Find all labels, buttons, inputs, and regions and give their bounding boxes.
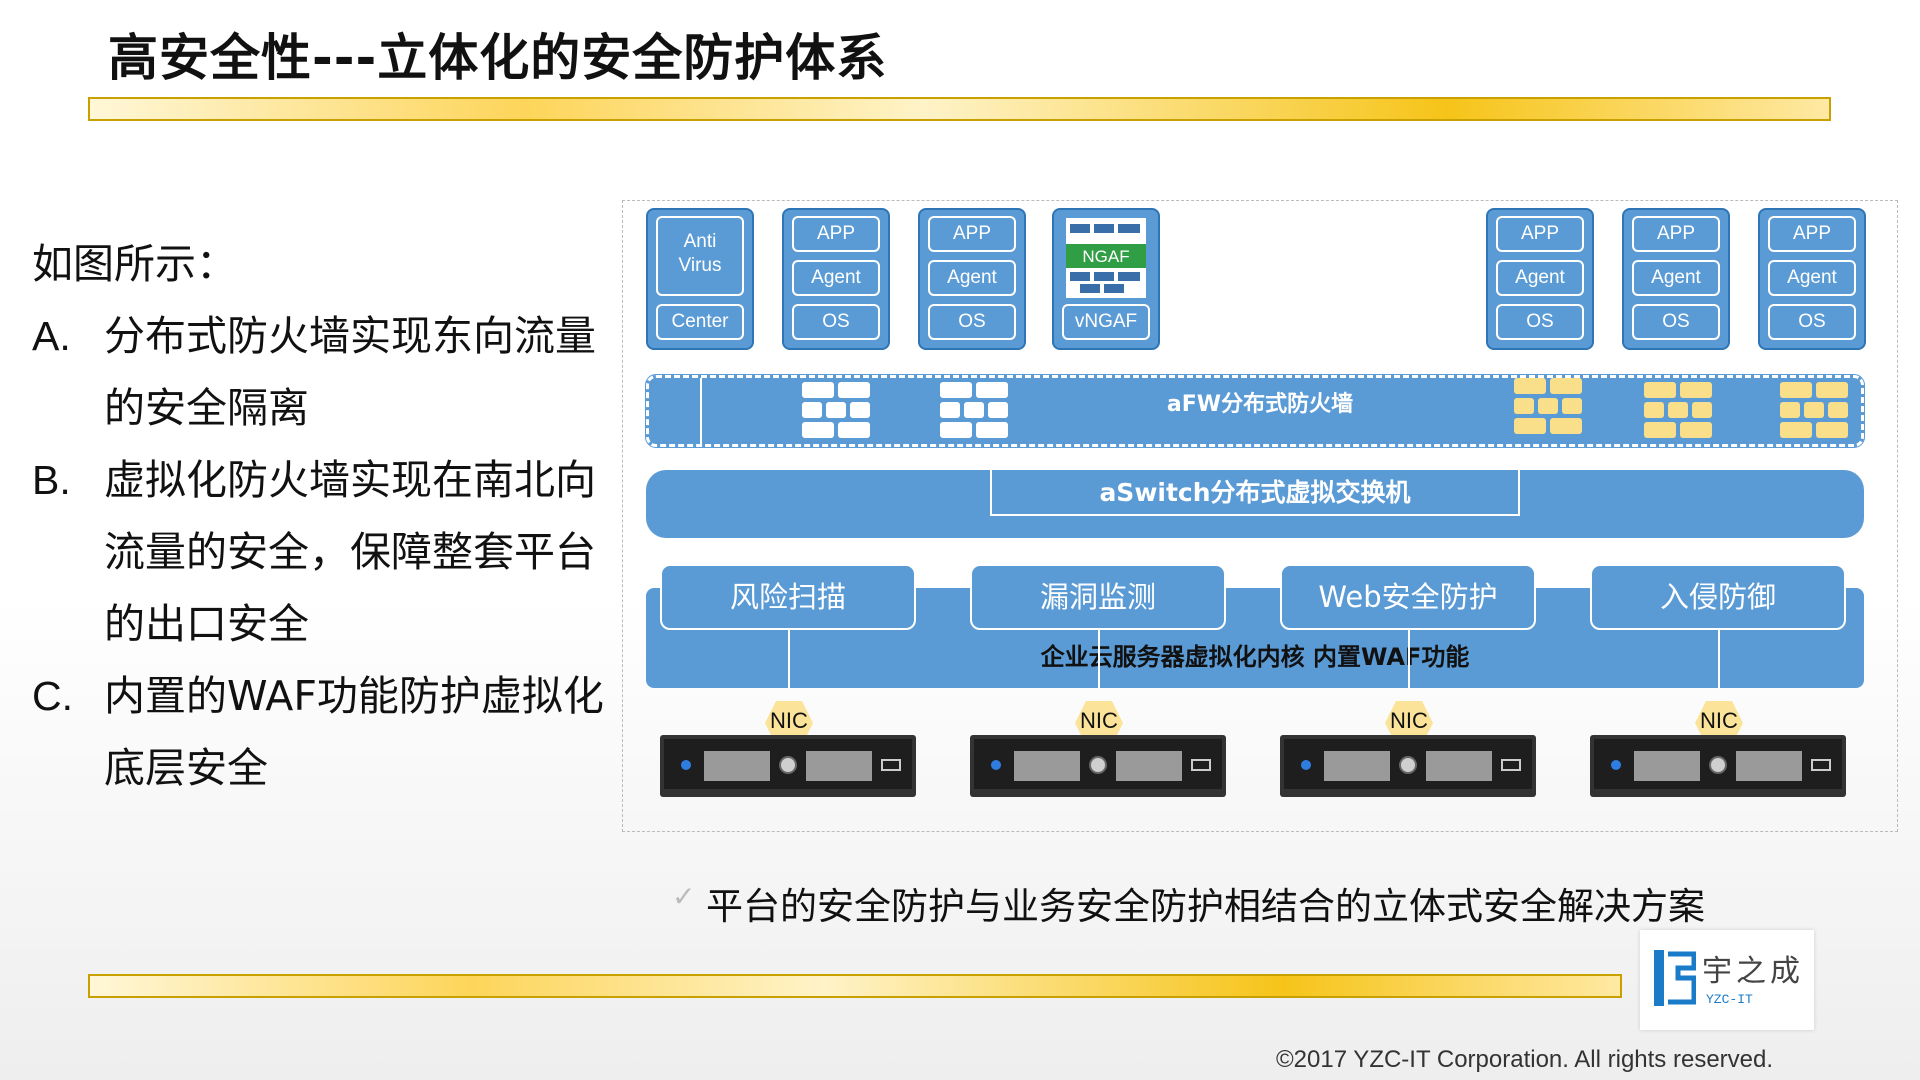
server-icon [1280, 735, 1536, 797]
antivirus-box: Anti Virus Center [646, 208, 754, 350]
service-web-security: Web安全防护 [1280, 564, 1536, 630]
vm-app-label: APP [1632, 216, 1720, 252]
vm-os-label: OS [1496, 304, 1584, 340]
afw-label: aFW分布式防火墙 [1166, 392, 1354, 417]
header-gold-bar [88, 97, 1831, 121]
vm-agent-label: Agent [792, 260, 880, 296]
logo-mark-icon [1654, 950, 1696, 1006]
nic-badge-icon [765, 701, 813, 745]
checkmark-icon: ✓ [672, 880, 696, 913]
vm-agent-label: Agent [1496, 260, 1584, 296]
firewall-brick-icon [940, 382, 1008, 438]
diagram-frame [622, 200, 1898, 832]
item-b-text-1: 虚拟化防火墙实现在南北向 [104, 456, 596, 504]
aswitch-band [646, 470, 1864, 538]
item-b-line-1: B. 虚拟化防火墙实现在南北向 [32, 444, 604, 516]
nic-label: NIC [770, 708, 808, 733]
antivirus-center-label: Center [656, 304, 744, 340]
vm-box-3: APP Agent OS [1486, 208, 1594, 350]
connector-line [1718, 630, 1720, 688]
left-description: 如图所示： A. 分布式防火墙实现东向流量 的安全隔离 B. 虚拟化防火墙实现在… [32, 228, 604, 804]
afw-divider [700, 378, 702, 444]
logo-english-text: YZC-IT [1706, 992, 1753, 1007]
vm-box-5: APP Agent OS [1758, 208, 1866, 350]
vm-app-label: APP [1496, 216, 1584, 252]
item-a-line-2: 的安全隔离 [104, 384, 309, 432]
nic-label: NIC [1700, 708, 1738, 733]
vm-app-label: APP [1768, 216, 1856, 252]
connector-line [1098, 630, 1100, 688]
firewall-brick-icon [1514, 378, 1582, 434]
firewall-brick-icon [802, 382, 870, 438]
server-icon [660, 735, 916, 797]
connector-line [788, 630, 790, 688]
nic-badge-icon [1695, 701, 1743, 745]
antivirus-label: Anti Virus [656, 216, 744, 296]
item-a-line-1: A. 分布式防火墙实现东向流量 [32, 300, 604, 372]
firewall-brick-icon [1780, 382, 1848, 438]
vm-agent-label: Agent [1632, 260, 1720, 296]
firewall-brick-icon [1644, 382, 1712, 438]
item-a-text-1: 分布式防火墙实现东向流量 [104, 312, 596, 360]
page-title: 高安全性---立体化的安全防护体系 [108, 29, 888, 87]
aswitch-label: aSwitch分布式虚拟交换机 [990, 470, 1520, 516]
server-icon [970, 735, 1226, 797]
item-b-line-2: 流量的安全，保障整套平台 [104, 528, 596, 576]
vm-app-label: APP [928, 216, 1016, 252]
summary-text: 平台的安全防护与业务安全防护相结合的立体式安全解决方案 [706, 885, 1705, 928]
logo-chinese-text: 宇之成 [1702, 954, 1804, 989]
footer-gold-bar [88, 974, 1622, 998]
item-c-line-2: 底层安全 [104, 744, 268, 792]
nic-label: NIC [1390, 708, 1428, 733]
vm-box-1: APP Agent OS [782, 208, 890, 350]
nic-badge-icon [1385, 701, 1433, 745]
service-intrusion-defense: 入侵防御 [1590, 564, 1846, 630]
company-logo: 宇之成 YZC-IT [1640, 930, 1814, 1030]
connector-line [1408, 630, 1410, 688]
item-b-line-3: 的出口安全 [104, 600, 309, 648]
item-b-letter: B. [32, 457, 71, 503]
service-risk-scan: 风险扫描 [660, 564, 916, 630]
vm-app-label: APP [792, 216, 880, 252]
item-c-letter: C. [32, 673, 73, 719]
vngaf-box: NGAF vNGAF [1052, 208, 1160, 350]
nic-label: NIC [1080, 708, 1118, 733]
service-vulnerability-monitor: 漏洞监测 [970, 564, 1226, 630]
vm-box-2: APP Agent OS [918, 208, 1026, 350]
vm-os-label: OS [928, 304, 1016, 340]
vm-os-label: OS [792, 304, 880, 340]
copyright-text: ©2017 YZC-IT Corporation. All rights res… [1276, 1046, 1774, 1073]
intro-line: 如图所示： [32, 240, 237, 288]
ngaf-icon-label: NGAF [1082, 247, 1129, 266]
vm-agent-label: Agent [1768, 260, 1856, 296]
server-icon [1590, 735, 1846, 797]
vm-os-label: OS [1768, 304, 1856, 340]
item-a-letter: A. [32, 313, 71, 359]
item-c-line-1: C. 内置的WAF功能防护虚拟化 [32, 660, 604, 732]
nic-badge-icon [1075, 701, 1123, 745]
item-c-text-1: 内置的WAF功能防护虚拟化 [104, 672, 604, 720]
vm-box-4: APP Agent OS [1622, 208, 1730, 350]
kernel-label: 企业云服务器虚拟化内核 内置WAF功能 [1040, 643, 1470, 671]
vm-os-label: OS [1632, 304, 1720, 340]
vm-agent-label: Agent [928, 260, 1016, 296]
ngaf-firewall-icon: NGAF [1066, 218, 1146, 298]
vngaf-label: vNGAF [1062, 304, 1150, 340]
